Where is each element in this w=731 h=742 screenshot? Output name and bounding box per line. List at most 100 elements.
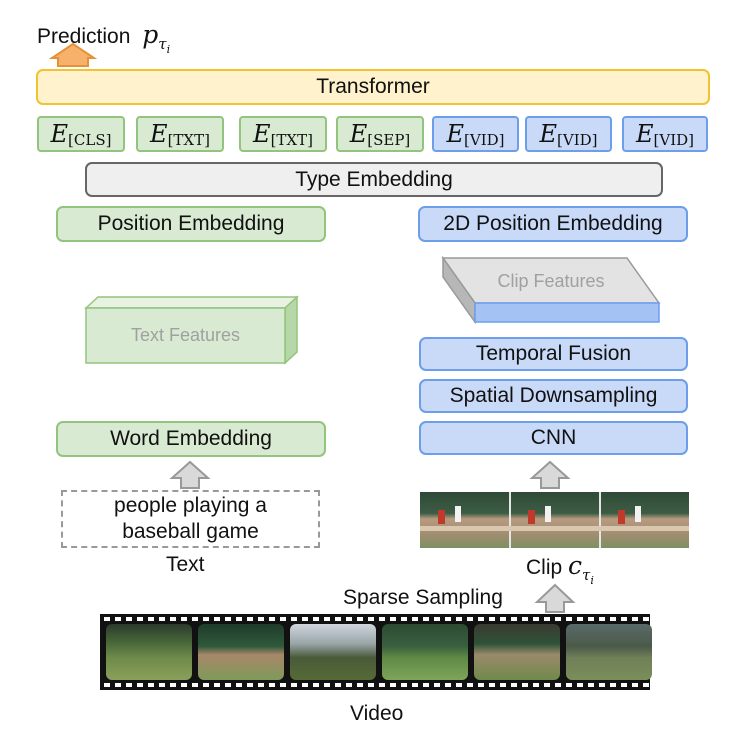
token-embedding-2: E[TXT]	[239, 116, 327, 152]
sprocket-hole	[588, 617, 594, 621]
sprocket-hole	[236, 683, 242, 687]
temporal-fusion-block: Temporal Fusion	[419, 337, 688, 371]
type-embedding-block: Type Embedding	[85, 162, 663, 197]
input-text-line-1: people playing a	[114, 494, 267, 517]
spatial-downsampling-block: Spatial Downsampling	[419, 379, 688, 413]
type-embedding-label: Type Embedding	[295, 167, 453, 191]
sprocket-hole	[335, 617, 341, 621]
clip-frames-image	[420, 492, 689, 548]
token-symbol: E	[635, 120, 654, 148]
sprocket-hole	[478, 683, 484, 687]
token-subscript: [VID]	[464, 131, 505, 149]
sprocket-hole	[522, 683, 528, 687]
sprocket-hole	[203, 683, 209, 687]
input-text-box: people playing a baseball game	[61, 490, 320, 548]
sprocket-hole	[456, 617, 462, 621]
sparse-sampling-label: Sparse Sampling	[343, 586, 503, 609]
sprocket-hole	[148, 617, 154, 621]
sprocket-hole	[170, 617, 176, 621]
sprocket-hole	[159, 683, 165, 687]
token-subscript: [VID]	[557, 131, 598, 149]
sprocket-hole	[423, 683, 429, 687]
sprocket-hole	[225, 683, 231, 687]
transformer-label: Transformer	[316, 75, 430, 98]
sprocket-hole	[302, 617, 308, 621]
text-caption: Text	[166, 553, 205, 576]
2d-position-embedding-label: 2D Position Embedding	[443, 212, 663, 235]
sprocket-hole	[599, 617, 605, 621]
sprocket-hole	[126, 683, 132, 687]
token-symbol: E	[539, 120, 558, 148]
sprocket-hole	[500, 683, 506, 687]
token-subscript: [SEP]	[367, 131, 411, 149]
cnn-up-arrow	[529, 460, 571, 489]
token-symbol: E	[50, 120, 69, 148]
film-frame	[474, 624, 560, 680]
sprocket-hole	[577, 617, 583, 621]
sprocket-hole	[599, 683, 605, 687]
token-embedding-6: E[VID]	[622, 116, 708, 152]
token-symbol: E	[446, 120, 465, 148]
temporal-fusion-label: Temporal Fusion	[475, 342, 632, 365]
prediction-arrow	[48, 42, 98, 67]
sprocket-hole	[324, 683, 330, 687]
sprocket-hole	[159, 617, 165, 621]
token-embedding-5: E[VID]	[525, 116, 612, 152]
text-features-prism	[84, 295, 299, 365]
film-sprocket-holes	[104, 617, 649, 687]
clip-features-label: Clip Features	[497, 270, 605, 291]
token-subscript: [TXT]	[167, 131, 210, 149]
film-frame	[106, 624, 192, 680]
sprocket-hole	[291, 683, 297, 687]
sprocket-hole	[423, 617, 429, 621]
sprocket-hole	[566, 617, 572, 621]
sprocket-hole	[148, 683, 154, 687]
sprocket-hole	[500, 617, 506, 621]
sprocket-hole	[555, 683, 561, 687]
cnn-label: CNN	[530, 426, 577, 449]
sprocket-hole	[379, 617, 385, 621]
sprocket-hole	[313, 617, 319, 621]
position-embedding-block: Position Embedding	[56, 206, 326, 242]
token-symbol: E	[349, 120, 368, 148]
sprocket-hole	[434, 683, 440, 687]
sprocket-hole	[247, 683, 253, 687]
film-frame	[198, 624, 284, 680]
sprocket-hole	[577, 683, 583, 687]
sprocket-hole	[214, 617, 220, 621]
sprocket-hole	[236, 617, 242, 621]
sprocket-hole	[258, 683, 264, 687]
sprocket-hole	[643, 683, 649, 687]
sprocket-hole	[632, 683, 638, 687]
sprocket-hole	[621, 683, 627, 687]
text-features-label: Text Features	[130, 325, 241, 345]
sprocket-hole	[258, 617, 264, 621]
video-caption: Video	[350, 702, 404, 725]
sprocket-hole	[489, 683, 495, 687]
sprocket-hole	[467, 683, 473, 687]
sprocket-hole	[478, 617, 484, 621]
sprocket-hole	[456, 683, 462, 687]
sprocket-hole	[115, 683, 121, 687]
word-embedding-label: Word Embedding	[110, 427, 272, 450]
sprocket-hole	[401, 617, 407, 621]
sprocket-hole	[280, 683, 286, 687]
sprocket-hole	[126, 617, 132, 621]
2d-position-embedding-block: 2D Position Embedding	[418, 206, 688, 242]
sprocket-hole	[313, 683, 319, 687]
sprocket-hole	[511, 617, 517, 621]
sprocket-hole	[588, 683, 594, 687]
sprocket-hole	[247, 617, 253, 621]
sprocket-hole	[412, 683, 418, 687]
clip-features-slab	[441, 255, 661, 325]
sprocket-hole	[170, 683, 176, 687]
sprocket-hole	[412, 617, 418, 621]
sprocket-hole	[214, 683, 220, 687]
token-subscript: [CLS]	[68, 131, 112, 149]
sprocket-hole	[225, 617, 231, 621]
sprocket-hole	[137, 617, 143, 621]
sprocket-hole	[489, 617, 495, 621]
sprocket-hole	[269, 683, 275, 687]
film-frame	[566, 624, 652, 680]
sprocket-hole	[104, 683, 110, 687]
